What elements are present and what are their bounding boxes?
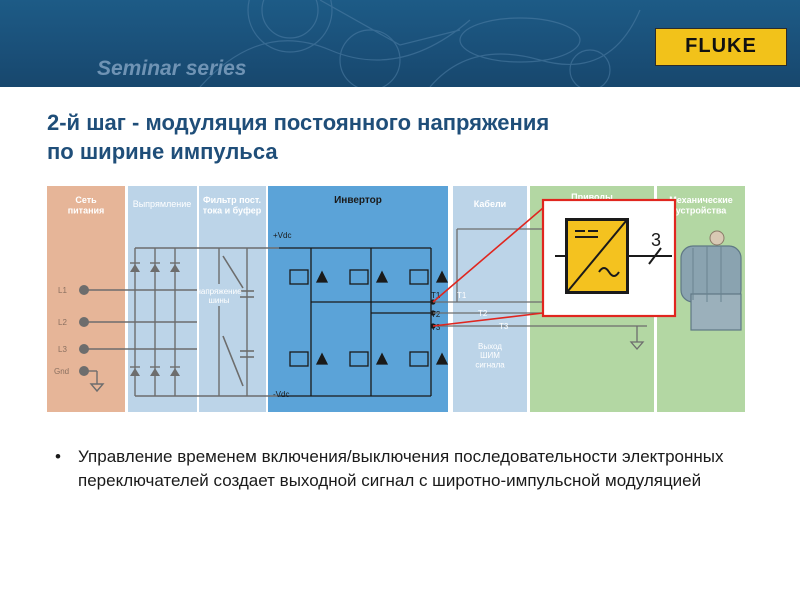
cable-label-t3: T3: [499, 322, 509, 331]
seminar-series-label: Seminar series: [97, 57, 247, 80]
panel-network: [47, 186, 125, 412]
terminal-l3: [79, 344, 89, 354]
phase-count: 3: [651, 230, 661, 250]
label-protection: Приводы: [571, 192, 613, 202]
label-dc-minus: -Vdc: [273, 390, 289, 399]
input-l1: L1: [58, 286, 67, 295]
motor-icon: [680, 230, 742, 331]
title-line-2: по ширине импульса: [47, 139, 278, 164]
output-t3: T3: [431, 323, 441, 332]
bullet-marker: •: [55, 447, 61, 466]
label-filter: Фильтр пост.тока и буфер: [203, 195, 262, 215]
title-line-1: 2-й шаг - модуляция постоянного напряжен…: [47, 110, 550, 135]
filter-components: [222, 255, 254, 387]
inverter-wiring: [279, 247, 433, 397]
label-rectifier: Выпрямление: [133, 199, 192, 209]
terminal-l2: [79, 317, 89, 327]
output-t2: T2: [431, 310, 441, 319]
label-cables: Кабели: [474, 199, 506, 209]
label-dc-plus: +Vdc: [273, 231, 291, 240]
slide-title: 2-й шаг - модуляция постоянного напряжен…: [47, 108, 767, 166]
inverter-switches: [289, 269, 449, 367]
cable-label-t1: T1: [457, 291, 467, 300]
output-t1: T1: [431, 291, 441, 300]
fluke-logo: FLUKE: [655, 28, 787, 66]
terminal-gnd: [79, 366, 89, 376]
input-gnd: Gnd: [54, 367, 69, 376]
panel-filter: [199, 186, 266, 412]
input-l3: L3: [58, 345, 67, 354]
panel-inverter: [268, 186, 448, 412]
label-inverter: Инвертор: [334, 195, 382, 206]
zoom-callout: 3: [432, 198, 677, 327]
header-bar: Seminar series FLUKE: [0, 0, 800, 87]
cable-label-t2: T2: [478, 309, 488, 318]
terminal-l1: [79, 285, 89, 295]
panel-rectifier: [128, 186, 197, 412]
bullet-item: Управление временем включения/выключения…: [78, 447, 724, 490]
panel-cables: [453, 186, 527, 412]
input-l2: L2: [58, 318, 67, 327]
header-decoration: [199, 0, 641, 87]
fluke-logo-text: FLUKE: [685, 35, 757, 57]
rectifier-diodes: [130, 262, 180, 376]
